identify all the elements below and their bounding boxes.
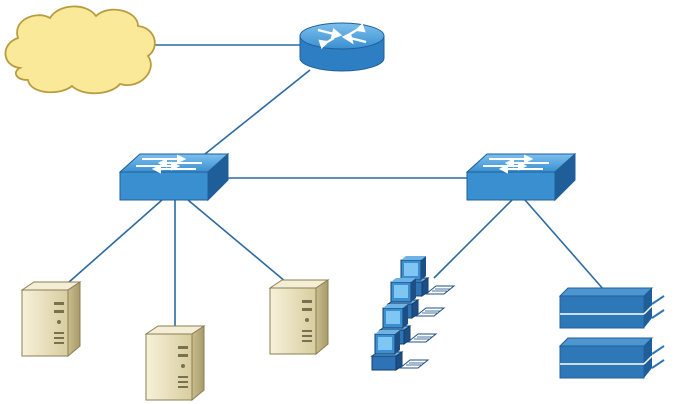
switch-right-icon [467,154,575,200]
link-switch-right-workstations [434,200,512,278]
server-3-icon [270,280,328,354]
link-switch-left-server-1 [60,200,162,290]
server-2-icon [146,326,204,400]
switch-left-icon [120,154,228,200]
cloud-icon [5,6,154,93]
workstation-group-icon [372,256,454,370]
router-icon [300,23,384,71]
link-switch-left-server-3 [188,200,286,282]
storage-array-icon [560,288,664,378]
link-switch-right-storage [525,200,604,290]
server-1-icon [22,282,80,356]
link-router-switch-left [200,70,310,158]
